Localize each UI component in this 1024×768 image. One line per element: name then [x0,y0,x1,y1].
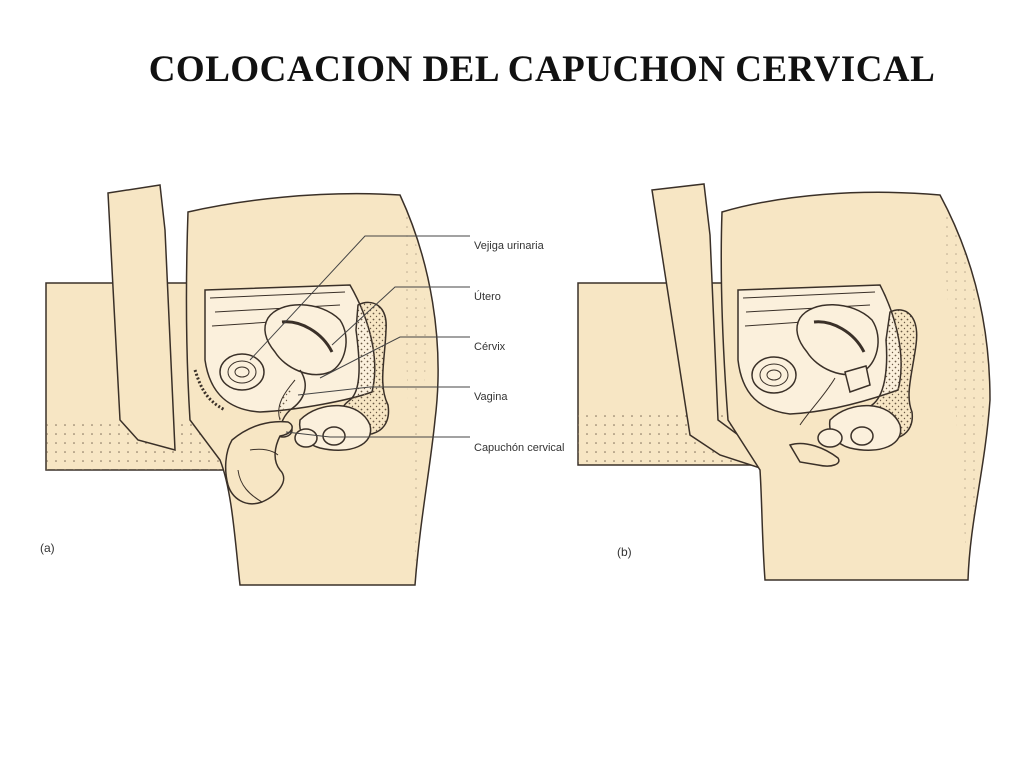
label-cervix: Cérvix [474,341,506,353]
panel-a-label: (a) [40,541,55,555]
arm-shape [107,184,176,451]
leader-lines [249,235,470,438]
page-title: COLOCACION DEL CAPUCHON CERVICAL [148,49,936,90]
panel-b-label: (b) [617,545,632,559]
panel-a-illustration [45,184,439,586]
rectum-shape [339,301,390,436]
panel-b-illustration [577,183,991,581]
bladder-shape [219,353,265,391]
label-uterus: Útero [474,290,501,303]
label-vagina: Vagina [474,391,508,403]
hand-shape-b [788,442,840,467]
cap-shape-b [844,365,871,393]
bladder-shape-b [751,356,797,394]
label-bladder: Vejiga urinaria [474,240,545,252]
label-cap: Capuchón cervical [474,442,565,454]
